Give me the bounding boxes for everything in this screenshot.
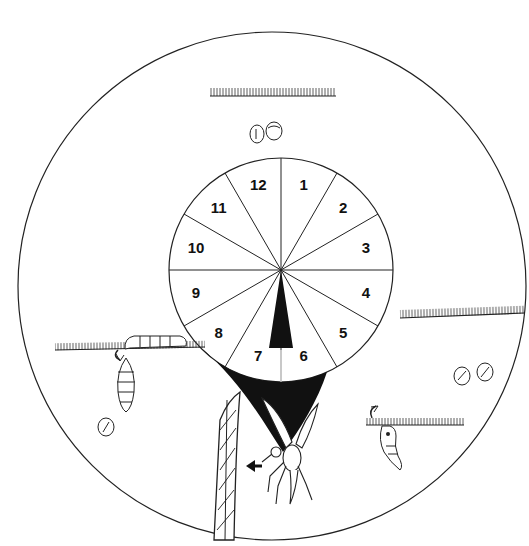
- clock-number: 11: [211, 200, 227, 215]
- clock-number: 12: [250, 177, 267, 192]
- egg-strip-right: [400, 306, 524, 385]
- outer-circle: [18, 32, 526, 540]
- mosquito-figure: [262, 398, 318, 504]
- leaf-blade: [214, 392, 240, 540]
- clock-number: 5: [339, 325, 347, 340]
- clock-number: 10: [188, 240, 205, 255]
- clock-number: 9: [192, 285, 200, 300]
- larva-strip-left: [55, 336, 205, 436]
- arrow-head: [246, 460, 255, 472]
- larva-strip-right: [366, 406, 464, 470]
- clock-number: 2: [339, 200, 347, 215]
- clock-number: 7: [254, 348, 262, 363]
- clock-number: 4: [362, 285, 370, 300]
- clock-number: 6: [300, 348, 308, 363]
- clock-number: 3: [362, 240, 370, 255]
- clock-number: 8: [215, 325, 223, 340]
- clock-face: [169, 158, 393, 452]
- egg-strip-top: [210, 88, 336, 143]
- clock-number: 1: [300, 177, 308, 192]
